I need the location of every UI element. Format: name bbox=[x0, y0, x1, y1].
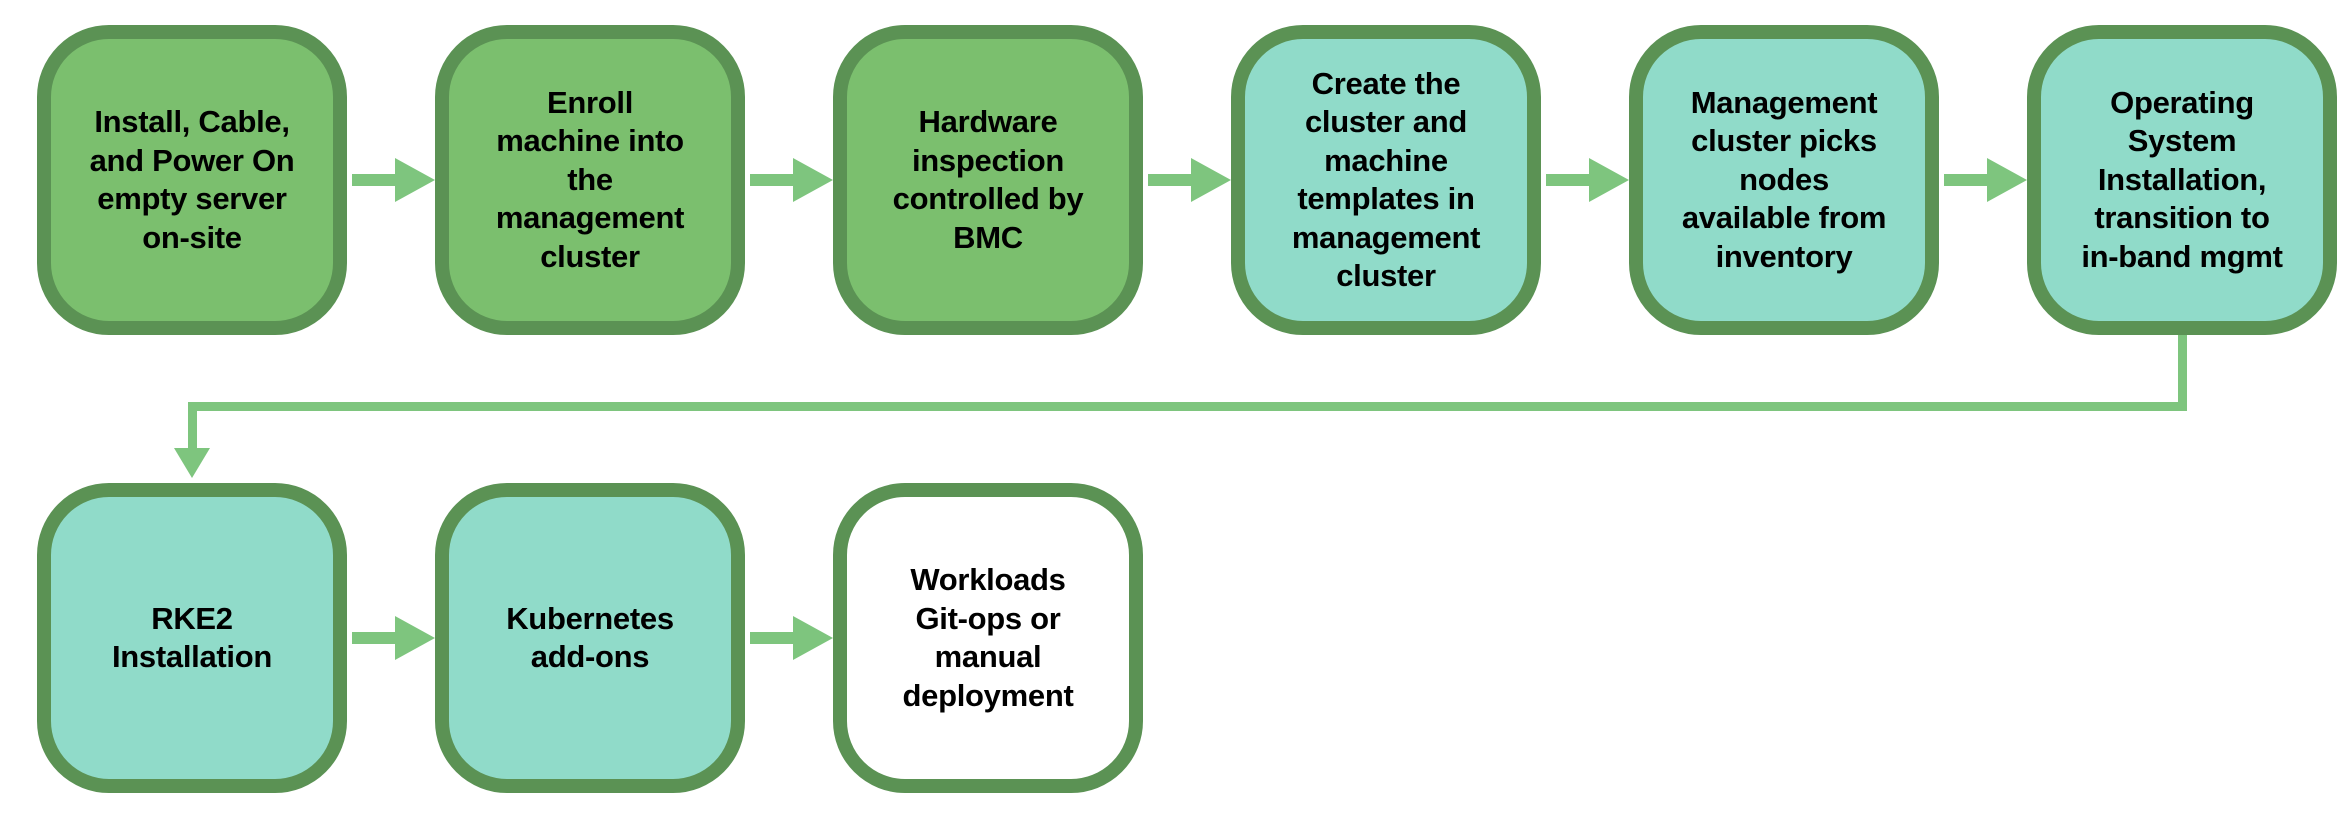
node-create-cluster-templates: Create the cluster and machine templates… bbox=[1231, 25, 1541, 335]
node-label: Create the cluster and machine templates… bbox=[1291, 65, 1481, 294]
elbow-connector-line bbox=[187, 402, 197, 448]
node-label: Hardware inspection controlled by BMC bbox=[892, 104, 1084, 255]
arrow-right-icon bbox=[793, 616, 833, 660]
arrow-right-icon bbox=[395, 616, 435, 660]
node-label: Workloads Git-ops or manual deployment bbox=[902, 562, 1074, 713]
node-label: Management cluster picks nodes available… bbox=[1681, 84, 1887, 274]
node-install-cable-power-on: Install, Cable, and Power On empty serve… bbox=[37, 25, 347, 335]
node-label: Enroll machine into the management clust… bbox=[495, 84, 685, 274]
arrow-right-icon bbox=[1589, 158, 1629, 202]
node-label: Operating System Installation, transitio… bbox=[2081, 84, 2283, 274]
node-kubernetes-addons: Kubernetes add-ons bbox=[435, 483, 745, 793]
elbow-connector-line bbox=[2177, 335, 2187, 411]
node-enroll-machine: Enroll machine into the management clust… bbox=[435, 25, 745, 335]
node-label: Kubernetes add-ons bbox=[506, 600, 674, 675]
arrow-stem bbox=[750, 174, 793, 186]
arrow-stem bbox=[1944, 174, 1987, 186]
arrow-stem bbox=[352, 632, 395, 644]
node-mgmt-cluster-picks-nodes: Management cluster picks nodes available… bbox=[1629, 25, 1939, 335]
arrow-right-icon bbox=[395, 158, 435, 202]
arrow-stem bbox=[750, 632, 793, 644]
node-workloads-deployment: Workloads Git-ops or manual deployment bbox=[833, 483, 1143, 793]
elbow-connector-line bbox=[187, 402, 2187, 411]
arrow-stem bbox=[1546, 174, 1589, 186]
arrow-stem bbox=[1148, 174, 1191, 186]
node-hardware-inspection: Hardware inspection controlled by BMC bbox=[833, 25, 1143, 335]
node-os-installation: Operating System Installation, transitio… bbox=[2027, 25, 2337, 335]
arrow-right-icon bbox=[793, 158, 833, 202]
node-label: RKE2 Installation bbox=[111, 600, 273, 675]
arrow-down-icon bbox=[174, 448, 210, 478]
node-rke2-installation: RKE2 Installation bbox=[37, 483, 347, 793]
node-label: Install, Cable, and Power On empty serve… bbox=[89, 104, 295, 255]
arrow-stem bbox=[352, 174, 395, 186]
arrow-right-icon bbox=[1987, 158, 2027, 202]
arrow-right-icon bbox=[1191, 158, 1231, 202]
